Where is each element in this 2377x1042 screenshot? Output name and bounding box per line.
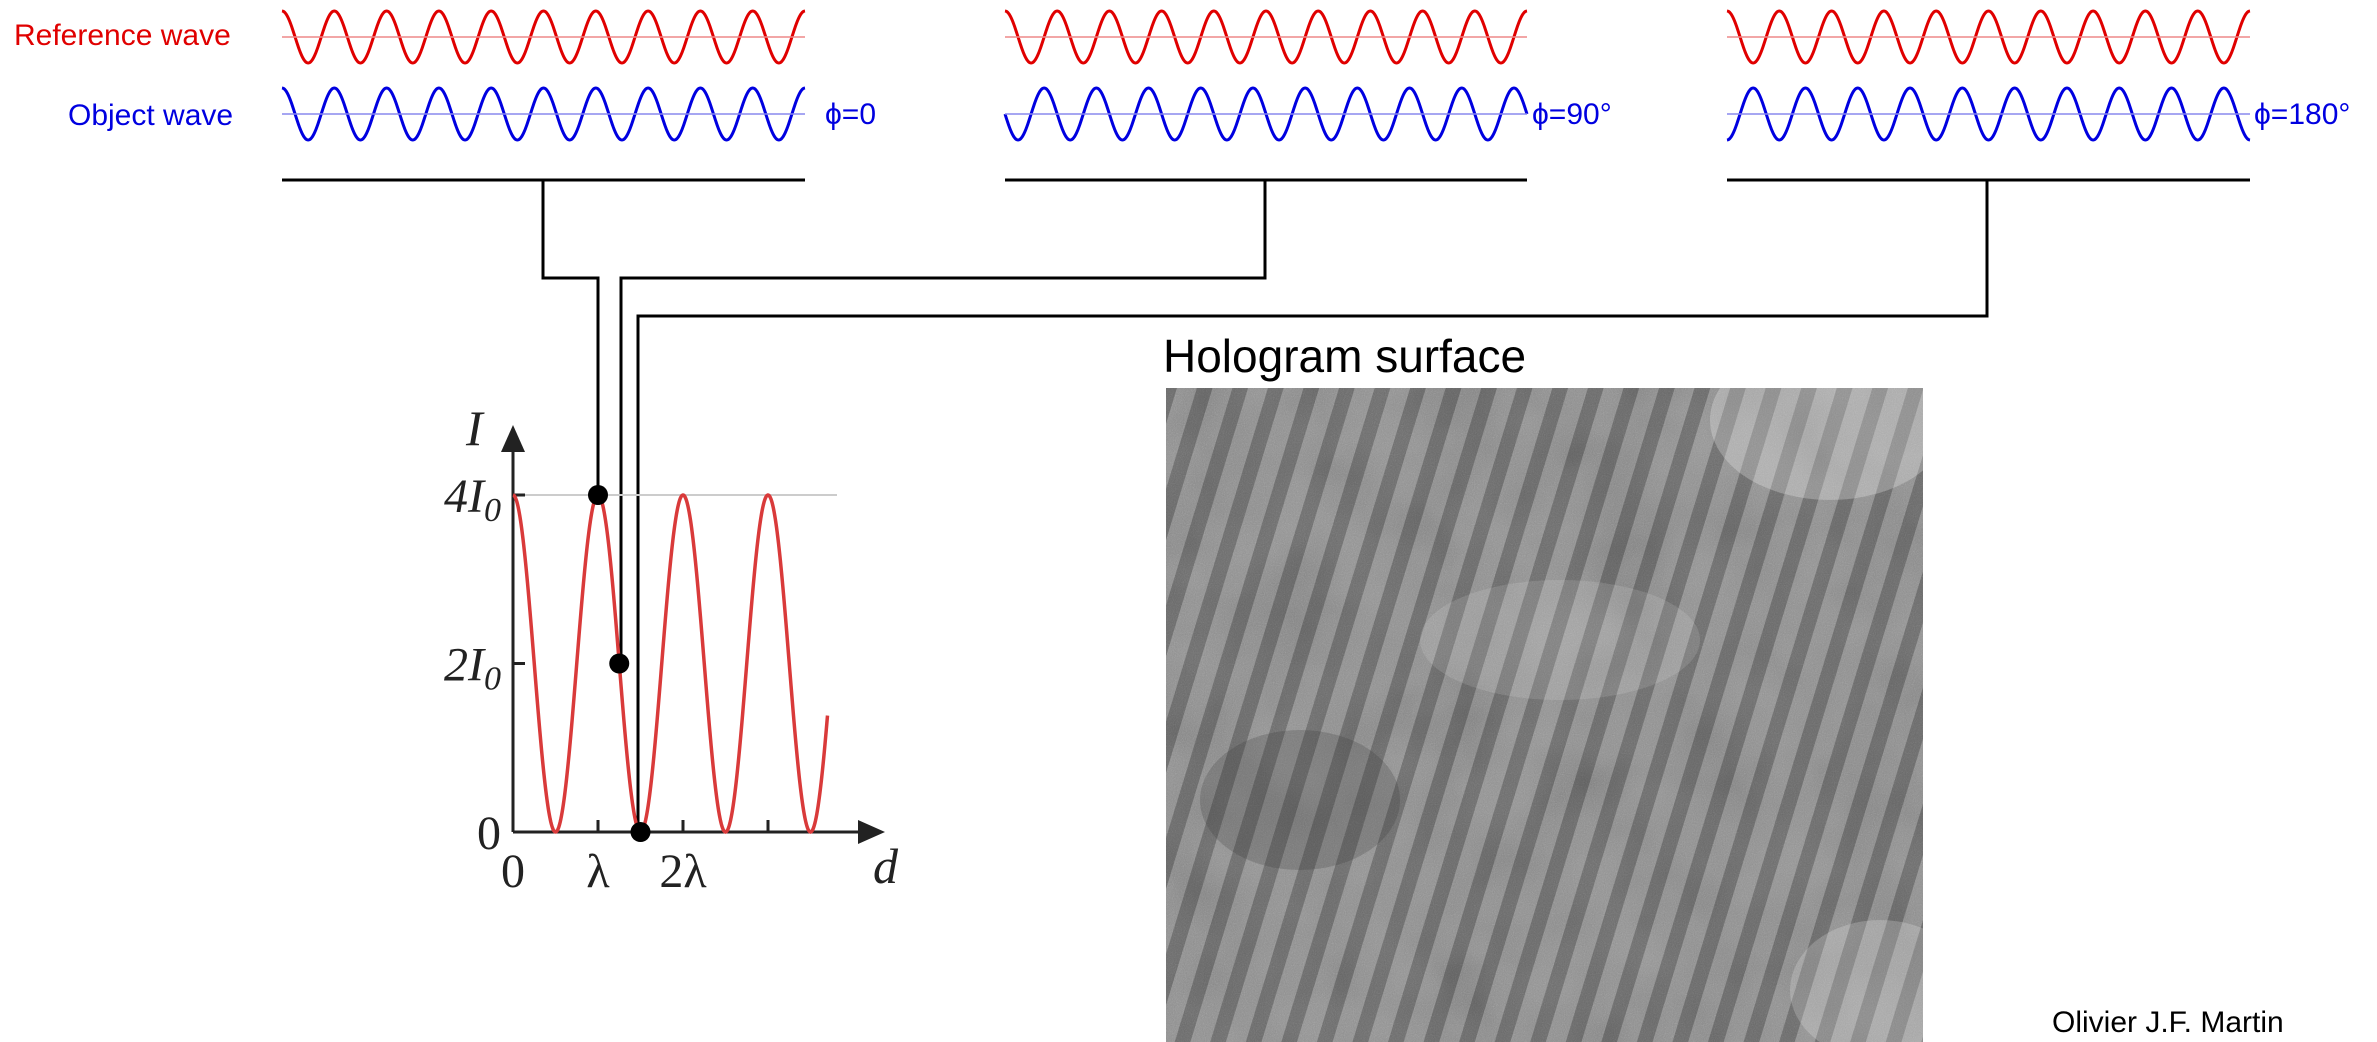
y-axis-arrow bbox=[501, 425, 525, 452]
phase-label-90: ϕ=90° bbox=[1532, 98, 1612, 131]
x-axis-label: d bbox=[873, 838, 899, 894]
connectors bbox=[541, 180, 1989, 830]
y-ticks: 0 2I0 4I0 bbox=[444, 470, 525, 860]
connector-phase-0 bbox=[541, 180, 600, 501]
connector-phase-90 bbox=[619, 180, 1267, 665]
wave-panels: ϕ=0 ϕ=90° ϕ=180° bbox=[281, 9, 2350, 182]
x-tick-label-2: 2λ bbox=[659, 845, 707, 898]
marker-phase-90 bbox=[609, 653, 630, 674]
panel-phase-180: ϕ=180° bbox=[1726, 9, 2350, 182]
reference-wave-label: Reference wave bbox=[14, 19, 231, 52]
x-ticks: 0 λ 2λ bbox=[501, 820, 770, 898]
y-axis-label: I bbox=[465, 400, 485, 456]
reference-wave-90 bbox=[1004, 9, 1528, 65]
x-axis-arrow bbox=[858, 820, 885, 844]
y-tick-label-1: 2I0 bbox=[444, 639, 501, 698]
reference-wave-0 bbox=[281, 9, 806, 65]
marker-phase-180 bbox=[630, 822, 651, 842]
x-tick-label-1: λ bbox=[586, 845, 610, 898]
author-credit: Olivier J.F. Martin bbox=[2052, 1006, 2284, 1039]
intensity-curve bbox=[512, 493, 830, 834]
hologram-title: Hologram surface bbox=[1163, 330, 1526, 382]
object-wave-180 bbox=[1726, 86, 2251, 142]
connector-phase-180 bbox=[636, 180, 1989, 830]
object-wave-label: Object wave bbox=[68, 99, 233, 132]
x-tick-label-0: 0 bbox=[501, 845, 525, 898]
object-wave-0 bbox=[281, 86, 806, 142]
marker-phase-0 bbox=[588, 485, 608, 505]
reference-wave-180 bbox=[1726, 9, 2251, 65]
panel-phase-0: ϕ=0 bbox=[281, 9, 876, 182]
phase-label-180: ϕ=180° bbox=[2254, 98, 2350, 131]
chart-markers bbox=[588, 485, 651, 842]
intensity-chart: 0 2I0 4I0 0 λ 2λ I d bbox=[444, 400, 899, 898]
y-tick-label-0: 0 bbox=[477, 807, 501, 860]
panel-phase-90: ϕ=90° bbox=[1003, 9, 1612, 182]
y-tick-label-2: 4I0 bbox=[444, 470, 501, 529]
hologram-image bbox=[1166, 388, 1923, 1042]
phase-label-0: ϕ=0 bbox=[825, 98, 876, 131]
